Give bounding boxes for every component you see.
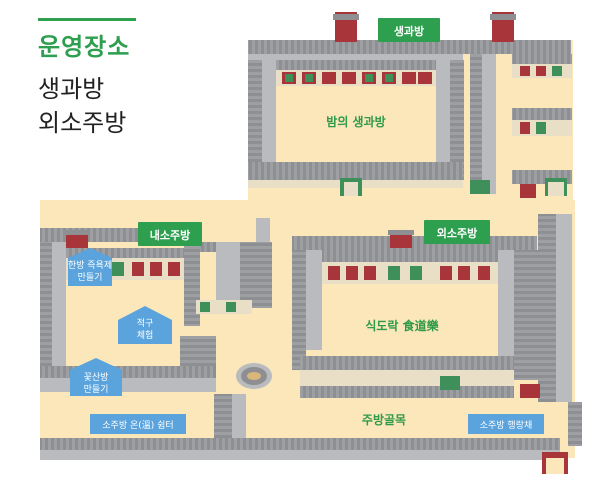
subtitle-line-2: 외소주방 xyxy=(38,109,127,137)
title-block: 운영장소 생과방 외소주방 xyxy=(38,18,148,140)
central-well xyxy=(236,363,272,389)
saenggwabang-complex xyxy=(248,12,464,196)
title-rule xyxy=(38,18,136,21)
svg-text:적구: 적구 xyxy=(137,317,154,329)
svg-text:소주방 온(溫) 쉼터: 소주방 온(溫) 쉼터 xyxy=(102,420,173,431)
haengnangchae-point[interactable]: 소주방 행랑채 xyxy=(468,414,544,434)
svg-text:내소주방: 내소주방 xyxy=(150,228,190,242)
sikdorak-label: 식도락 食道樂 xyxy=(365,318,439,333)
naesojubang-label: 내소주방 xyxy=(138,222,202,246)
ondol-rest-point[interactable]: 소주방 온(溫) 쉼터 xyxy=(90,414,186,434)
saenggwabang-label: 생과방 xyxy=(378,18,440,42)
saenggwabang-yard-label: 밤의 생과방 xyxy=(326,114,385,129)
jubang-golmok-label: 주방골목 xyxy=(362,412,406,427)
page-subtitle: 생과방 외소주방 xyxy=(38,72,148,140)
kkotsangbang-point[interactable]: 꽃산방 만들기 xyxy=(70,358,122,396)
svg-text:생과방: 생과방 xyxy=(394,24,424,38)
sikdorak-courtyard xyxy=(322,284,498,356)
svg-text:외소주방: 외소주방 xyxy=(437,226,477,240)
page-heading: 운영장소 xyxy=(38,33,131,61)
svg-text:만들기: 만들기 xyxy=(78,272,103,283)
upper-east-annex xyxy=(456,12,572,198)
jeokgu-point[interactable]: 적구 체험 xyxy=(118,306,172,344)
svg-text:소주방 행랑채: 소주방 행랑채 xyxy=(480,419,533,431)
svg-text:만들기: 만들기 xyxy=(84,384,109,395)
oesojubang-label: 외소주방 xyxy=(424,220,490,244)
svg-text:체험: 체험 xyxy=(137,330,154,341)
hanbang-tea-point[interactable]: 한방 즉욕제 만들기 xyxy=(68,248,112,286)
subtitle-line-1: 생과방 xyxy=(38,75,105,103)
saenggwabang-courtyard xyxy=(276,86,436,162)
south-wall xyxy=(40,394,582,474)
svg-text:꽃산방: 꽃산방 xyxy=(84,372,109,383)
svg-text:한방 즉욕제: 한방 즉욕제 xyxy=(68,260,112,271)
oesojubang-complex xyxy=(292,214,572,402)
